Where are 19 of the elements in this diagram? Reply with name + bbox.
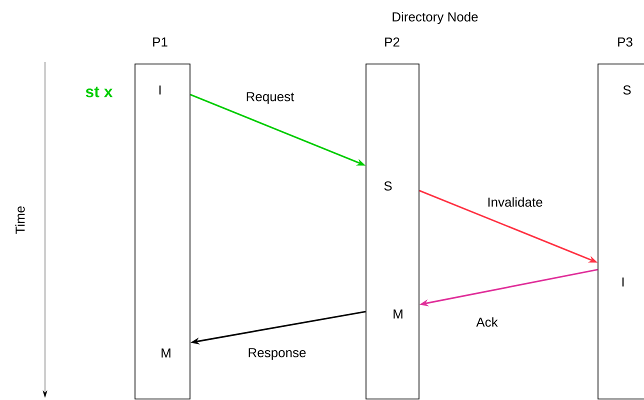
edge-label: Ack xyxy=(476,317,498,327)
edge-label: Response xyxy=(248,348,306,360)
axis-label: Time xyxy=(15,206,25,234)
edge-label: Invalidate xyxy=(488,197,542,207)
edge-label: Request xyxy=(246,92,294,104)
lifeline-label: P2 xyxy=(385,37,400,47)
state-label: I xyxy=(622,278,624,286)
state-label: M xyxy=(162,348,170,358)
state-label: S xyxy=(384,181,392,191)
lifeline-label: P3 xyxy=(618,37,632,47)
state-label: S xyxy=(623,85,631,95)
lifeline-box xyxy=(366,64,420,400)
instruction-label: st x xyxy=(86,86,113,98)
node-caption: Directory Node xyxy=(392,12,478,24)
lifeline-box xyxy=(598,64,644,400)
lifeline-box xyxy=(134,64,190,400)
state-label: I xyxy=(159,86,161,94)
lifeline-label: P1 xyxy=(153,38,168,46)
state-label: M xyxy=(394,310,402,318)
